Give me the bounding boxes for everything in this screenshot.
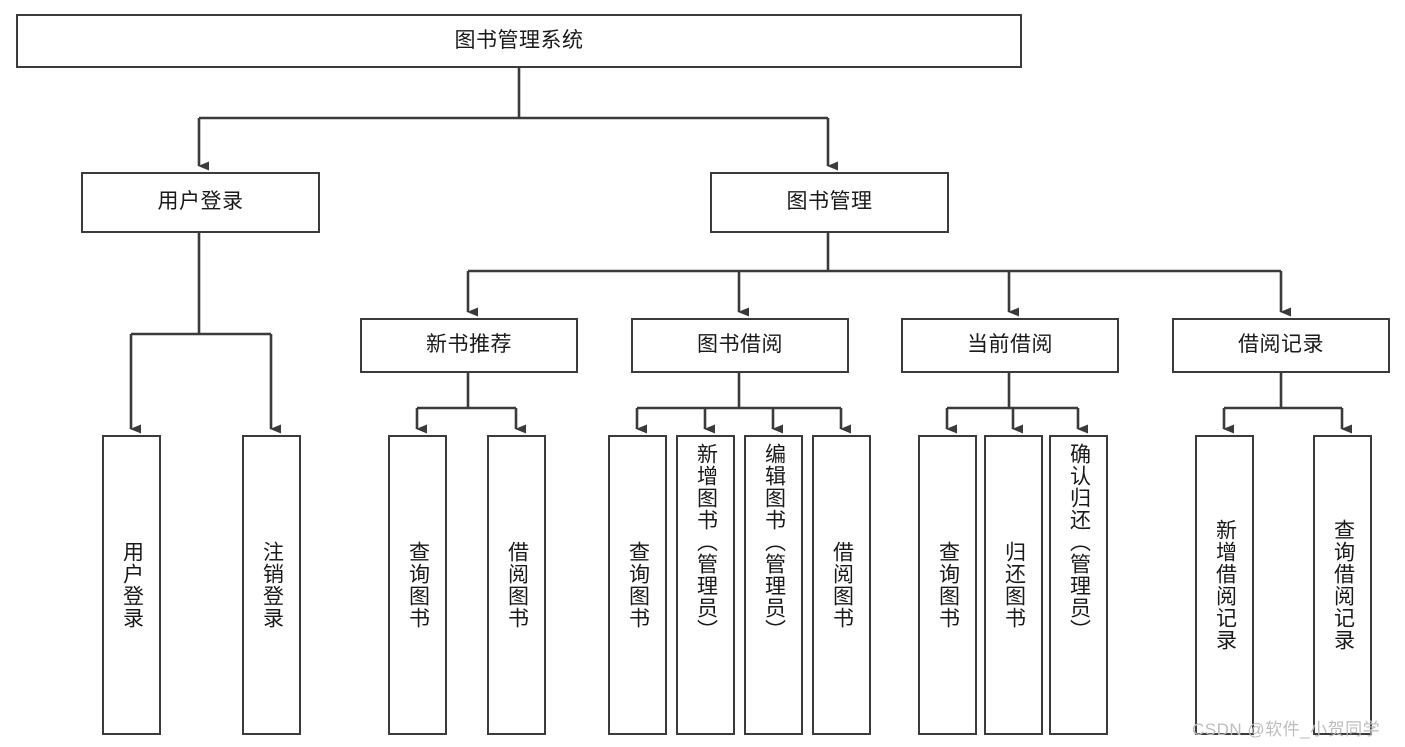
- leaf-current-return-book[interactable]: 归还图书: [984, 435, 1043, 735]
- leaf-current-confirm-return-admin[interactable]: 确认归还（管理员）: [1049, 435, 1108, 735]
- node-label: 归还图书: [1002, 541, 1026, 629]
- leaf-current-query-book[interactable]: 查询图书: [918, 435, 977, 735]
- node-book-borrow[interactable]: 图书借阅: [631, 318, 849, 373]
- leaf-new-book-query[interactable]: 查询图书: [388, 435, 447, 735]
- node-book-management[interactable]: 图书管理: [710, 172, 949, 233]
- node-label: 新增借阅记录: [1213, 519, 1237, 651]
- node-label: 查询借阅记录: [1331, 519, 1355, 651]
- node-label: 确认归还（管理员）: [1067, 443, 1091, 641]
- leaf-user-logout[interactable]: 注销登录: [242, 435, 301, 735]
- csdn-watermark: CSDN @软件_小贺同学: [1192, 720, 1381, 739]
- node-label: 用户登录: [120, 541, 144, 629]
- node-borrow-records[interactable]: 借阅记录: [1172, 318, 1390, 373]
- node-user-login[interactable]: 用户登录: [81, 172, 320, 233]
- node-label: 查询图书: [626, 541, 650, 629]
- node-label: 新增图书（管理员）: [694, 443, 718, 641]
- node-root-system[interactable]: 图书管理系统: [16, 14, 1022, 68]
- node-label: 图书管理: [786, 190, 873, 214]
- leaf-borrow-query-book[interactable]: 查询图书: [608, 435, 667, 735]
- node-new-book-recommend[interactable]: 新书推荐: [360, 318, 578, 373]
- node-label: 当前借阅: [967, 333, 1053, 357]
- node-label: 借阅图书: [830, 541, 854, 629]
- leaf-user-login[interactable]: 用户登录: [102, 435, 161, 735]
- node-label: 查询图书: [406, 541, 430, 629]
- node-label: 图书管理系统: [454, 28, 584, 52]
- leaf-borrow-borrow-book[interactable]: 借阅图书: [812, 435, 871, 735]
- node-label: 借阅图书: [505, 541, 529, 629]
- leaf-records-add-record[interactable]: 新增借阅记录: [1195, 435, 1254, 735]
- node-label: 注销登录: [260, 541, 284, 629]
- node-label: 查询图书: [936, 541, 960, 629]
- leaf-borrow-add-book-admin[interactable]: 新增图书（管理员）: [676, 435, 735, 735]
- leaf-new-book-borrow[interactable]: 借阅图书: [487, 435, 546, 735]
- node-label: 新书推荐: [426, 333, 512, 357]
- node-label: 用户登录: [157, 190, 244, 214]
- node-current-borrow[interactable]: 当前借阅: [901, 318, 1119, 373]
- node-label: 借阅记录: [1238, 333, 1324, 357]
- node-label: 编辑图书（管理员）: [762, 443, 786, 641]
- leaf-records-query-record[interactable]: 查询借阅记录: [1313, 435, 1372, 735]
- node-label: 图书借阅: [697, 333, 783, 357]
- leaf-borrow-edit-book-admin[interactable]: 编辑图书（管理员）: [744, 435, 803, 735]
